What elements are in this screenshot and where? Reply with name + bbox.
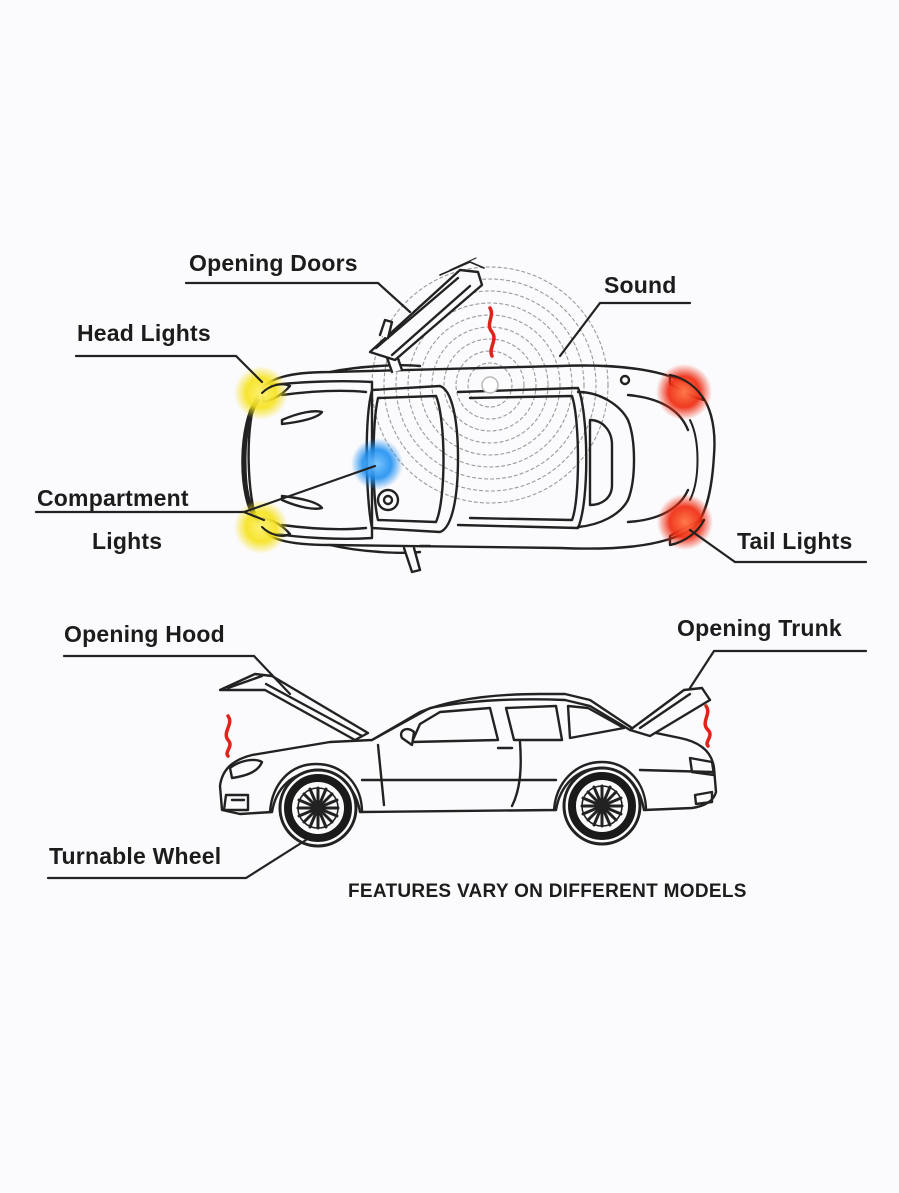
opened-trunk-panel: [628, 686, 712, 738]
door-motion-arrow: [487, 306, 496, 358]
label-sound: Sound: [604, 272, 677, 298]
label-opening-hood: Opening Hood: [64, 621, 225, 647]
opened-door-panel: [368, 268, 484, 362]
top-view-car: [241, 257, 716, 574]
leader-lines-bottom: [46, 649, 868, 880]
label-opening-doors: Opening Doors: [189, 250, 358, 276]
leader-lines-top: [34, 281, 868, 564]
label-tail-lights: Tail Lights: [737, 528, 853, 554]
front-wheel: [278, 768, 358, 848]
trunk-motion-arrow: [703, 704, 712, 748]
label-compartment-lights-line2: Lights: [92, 528, 163, 554]
label-turnable-wheel: Turnable Wheel: [49, 843, 222, 869]
tail-light-glow-top: [656, 364, 712, 420]
label-opening-trunk: Opening Trunk: [677, 615, 842, 641]
side-view-car: [218, 672, 718, 816]
hood-motion-arrow: [224, 714, 232, 758]
compartment-light-glow: [351, 438, 403, 490]
speaker-icon: [481, 376, 499, 394]
footnote: FEATURES VARY ON DIFFERENT MODELS: [348, 881, 747, 902]
rear-wheel: [562, 766, 642, 846]
sound-waves: [371, 266, 609, 504]
label-head-lights: Head Lights: [77, 320, 211, 346]
opened-hood-panel: [218, 672, 370, 742]
label-compartment-lights-line1: Compartment: [37, 485, 189, 511]
